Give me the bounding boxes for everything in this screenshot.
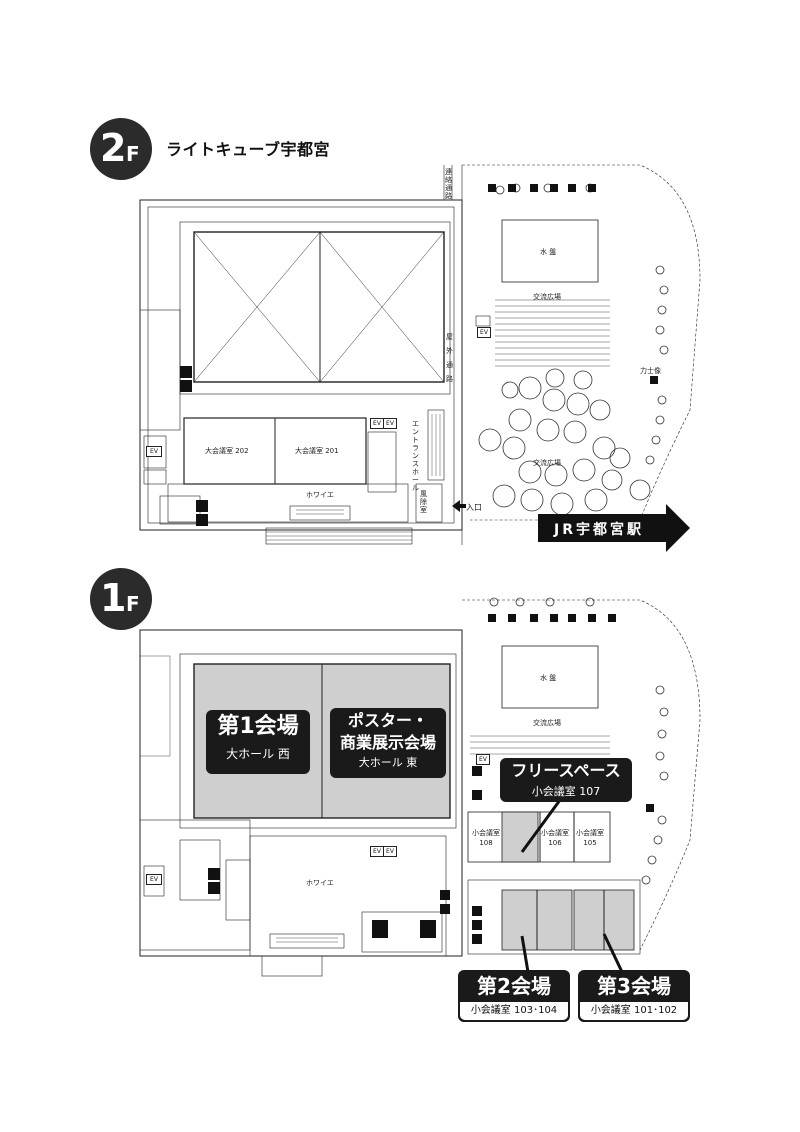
water-basin-label: 水 盤	[540, 248, 557, 256]
floor-suffix: F	[126, 142, 140, 166]
plaza-label: 交流広場	[533, 459, 561, 467]
elevator-icon: EV	[476, 754, 490, 765]
venue-title: ライトキューブ宇都宮	[166, 140, 331, 159]
floor-number: 1	[100, 576, 127, 620]
room-201-label: 大会議室 201	[295, 447, 339, 455]
outdoor-path-label: 屋外通路	[446, 333, 453, 383]
free-space-callout: フリースペース 小会議室 107	[500, 758, 632, 802]
statue-label: 力士像	[640, 367, 661, 375]
poster-sub: 大ホール 東	[358, 756, 418, 769]
elevator-icon: EV	[383, 418, 397, 429]
plaza-label: 交流広場	[533, 719, 561, 727]
elevator-icon: EV	[477, 327, 491, 338]
hall3-callout: 第3会場 小会議室 101･102	[578, 970, 690, 1022]
free-space-title: フリースペース	[511, 761, 621, 780]
room-105-label: 小会議室 105	[576, 829, 604, 847]
elevator-icon: EV	[370, 846, 384, 857]
room-108-label: 小会議室 108	[472, 829, 500, 847]
elevator-icon: EV	[146, 446, 162, 457]
hall3-title: 第3会場	[597, 974, 671, 998]
hall1-title: 第1会場	[217, 714, 299, 739]
hall2-callout: 第2会場 小会議室 103･104	[458, 970, 570, 1022]
hall2-sub: 小会議室 103･104	[460, 1002, 568, 1020]
station-arrow-shape	[538, 504, 690, 552]
floor-badge-1f: 1 F	[90, 568, 152, 630]
free-space-sub: 小会議室 107	[500, 784, 632, 800]
room-202-label: 大会議室 202	[205, 447, 249, 455]
poster-title-line2: 商業展示会場	[339, 733, 436, 752]
hall2-title: 第2会場	[477, 974, 551, 998]
elevator-icon: EV	[383, 846, 397, 857]
floor-number: 2	[100, 126, 127, 170]
poster-callout: ポスター・ 商業展示会場 大ホール 東	[330, 708, 446, 778]
elevator-icon: EV	[370, 418, 384, 429]
connect-path-label: 連絡通路	[445, 168, 452, 200]
room-106-label: 小会議室 106	[541, 829, 569, 847]
foyer-label: ホワイエ	[306, 879, 334, 887]
water-basin-label: 水 盤	[540, 674, 557, 682]
wind-room-label: 風除室	[420, 490, 427, 514]
station-arrow-label: JR宇都宮駅	[554, 522, 644, 538]
hall1-callout: 第1会場 大ホール 西	[206, 710, 310, 774]
entrance-hall-label: エントランスホール	[412, 420, 419, 492]
entrance-label: 入口	[466, 503, 482, 512]
foyer-label: ホワイエ	[306, 491, 334, 499]
floor-suffix: F	[126, 592, 140, 616]
plaza-label: 交流広場	[533, 293, 561, 301]
elevator-icon: EV	[146, 874, 162, 885]
hall3-sub: 小会議室 101･102	[580, 1002, 688, 1020]
floor-badge-2f: 2 F	[90, 118, 152, 180]
hall1-sub: 大ホール 西	[226, 747, 290, 761]
poster-title-line1: ポスター・	[347, 711, 428, 730]
